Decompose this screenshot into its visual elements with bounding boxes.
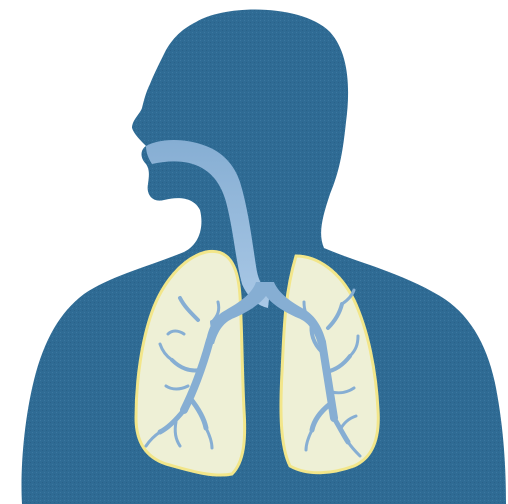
silhouette-body [22, 10, 507, 504]
